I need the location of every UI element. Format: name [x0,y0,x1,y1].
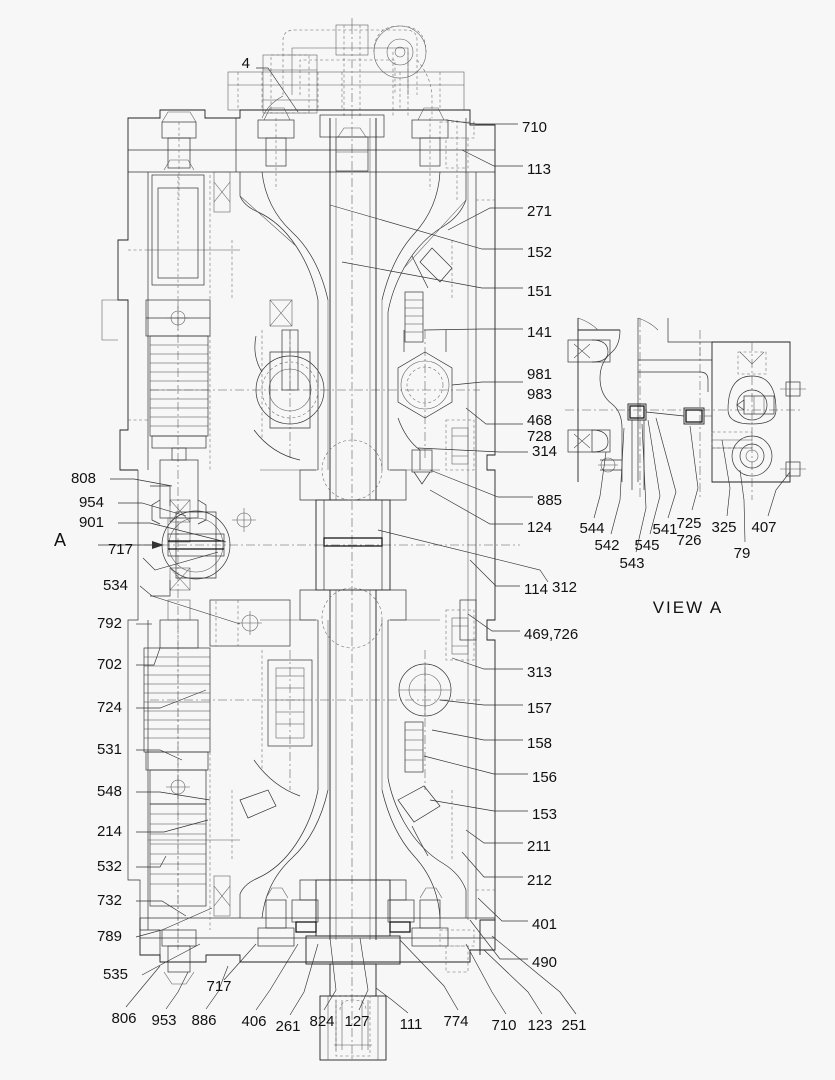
callout-728: 728 [527,428,552,445]
lower-right-hex-flange [397,599,477,857]
callout-885: 885 [537,492,562,509]
view-a-round-port [731,435,773,477]
callout-4: 4 [242,55,250,72]
callout-981: 981 [527,366,552,383]
callout-717-top: 717 [108,541,133,558]
callout-541: 541 [652,521,677,538]
upper-flange-band [127,107,496,200]
callout-545: 545 [634,537,659,554]
label-layer: A 4 710 113 271 152 151 141 981 983 468 … [54,55,777,1035]
callout-314: 314 [532,443,557,460]
callout-312: 312 [552,579,577,596]
view-a-detail [565,317,806,500]
upper-left-bearing-assembly [253,299,325,461]
view-a-bearing-upper [567,339,611,363]
fin-hatching-upper [150,344,208,427]
callout-531: 531 [97,741,122,758]
callout-542: 542 [594,537,619,554]
hidden-detail-lines [148,175,453,930]
bolt-group-upper-right [439,120,475,200]
callout-141: 141 [527,324,552,341]
callout-548: 548 [97,783,122,800]
bolt-group-lower-left [161,929,197,985]
lower-flange-band [139,887,496,985]
callout-543: 543 [619,555,644,572]
view-a-bearing-lower [567,429,611,453]
callout-211: 211 [527,838,551,855]
left-housing-wall [101,172,161,960]
callout-124: 124 [527,519,552,536]
callout-325: 325 [711,519,736,536]
callout-469-726: 469,726 [524,626,578,643]
callout-808: 808 [71,470,96,487]
view-a-linkage [598,403,753,490]
callout-113: 113 [527,161,551,178]
section-arrow-head [152,541,164,549]
callout-157: 157 [527,700,552,717]
lower-left-bearing-assembly [239,650,319,819]
callout-214: 214 [97,823,122,840]
callout-953: 953 [151,1012,176,1029]
callout-152: 152 [527,244,552,261]
view-a-valve-body [727,351,777,425]
callout-717-bottom: 717 [206,978,231,995]
leader-lines [110,67,791,1016]
right-housing-wall [467,172,496,955]
callout-792: 792 [97,615,122,632]
bolt-group-upper-mid-left [257,107,295,190]
section-arrow-a [98,541,164,549]
view-a-title: VIEW A [653,598,724,617]
callout-544: 544 [579,520,604,537]
callout-490: 490 [532,954,557,971]
callout-123: 123 [527,1017,552,1034]
bottom-shaft-stub [291,879,415,1061]
callout-789: 789 [97,928,122,945]
callout-127: 127 [344,1013,369,1030]
bolt-group-upper-mid-right [411,107,449,190]
callout-468: 468 [527,412,552,429]
callout-114: 114 [524,581,548,598]
upper-right-hex-flange [397,247,475,485]
callout-261: 261 [275,1018,300,1035]
bolt-group-lower-mid-right [411,887,449,947]
callout-406: 406 [241,1013,266,1030]
callout-401: 401 [532,916,557,933]
callout-156: 156 [532,769,557,786]
callout-774: 774 [443,1013,468,1030]
callout-724: 724 [97,699,122,716]
callout-702: 702 [97,656,122,673]
callout-726: 726 [676,532,701,549]
section-mark-a: A [54,530,66,550]
callout-886: 886 [191,1012,216,1029]
callout-725: 725 [676,515,701,532]
main-section-view [101,18,520,1061]
top-subassembly [227,18,465,119]
callout-407: 407 [751,519,776,536]
callout-532: 532 [97,858,122,875]
callout-901: 901 [79,514,104,531]
bolt-group-lower-mid-left [257,887,295,947]
callout-710-top: 710 [522,119,547,136]
callout-983: 983 [527,386,552,403]
callout-212: 212 [527,872,552,889]
callout-806: 806 [111,1010,136,1027]
callout-271: 271 [527,203,552,220]
callout-151: 151 [527,283,552,300]
callout-153: 153 [532,806,557,823]
callout-824: 824 [309,1013,334,1030]
callout-534: 534 [103,577,128,594]
callout-954: 954 [79,494,104,511]
callout-79: 79 [734,545,751,562]
central-shaft [299,118,407,940]
bolt-group-upper-left [161,111,197,200]
callout-111: 111 [400,1016,423,1033]
callout-158: 158 [527,735,552,752]
callout-313: 313 [527,664,552,681]
callout-535: 535 [103,966,128,983]
callout-710-bottom: 710 [491,1017,516,1034]
callout-251: 251 [561,1017,586,1034]
bolt-group-lower-right [439,929,475,973]
callout-732: 732 [97,892,122,909]
upper-volute-walls [239,171,467,470]
